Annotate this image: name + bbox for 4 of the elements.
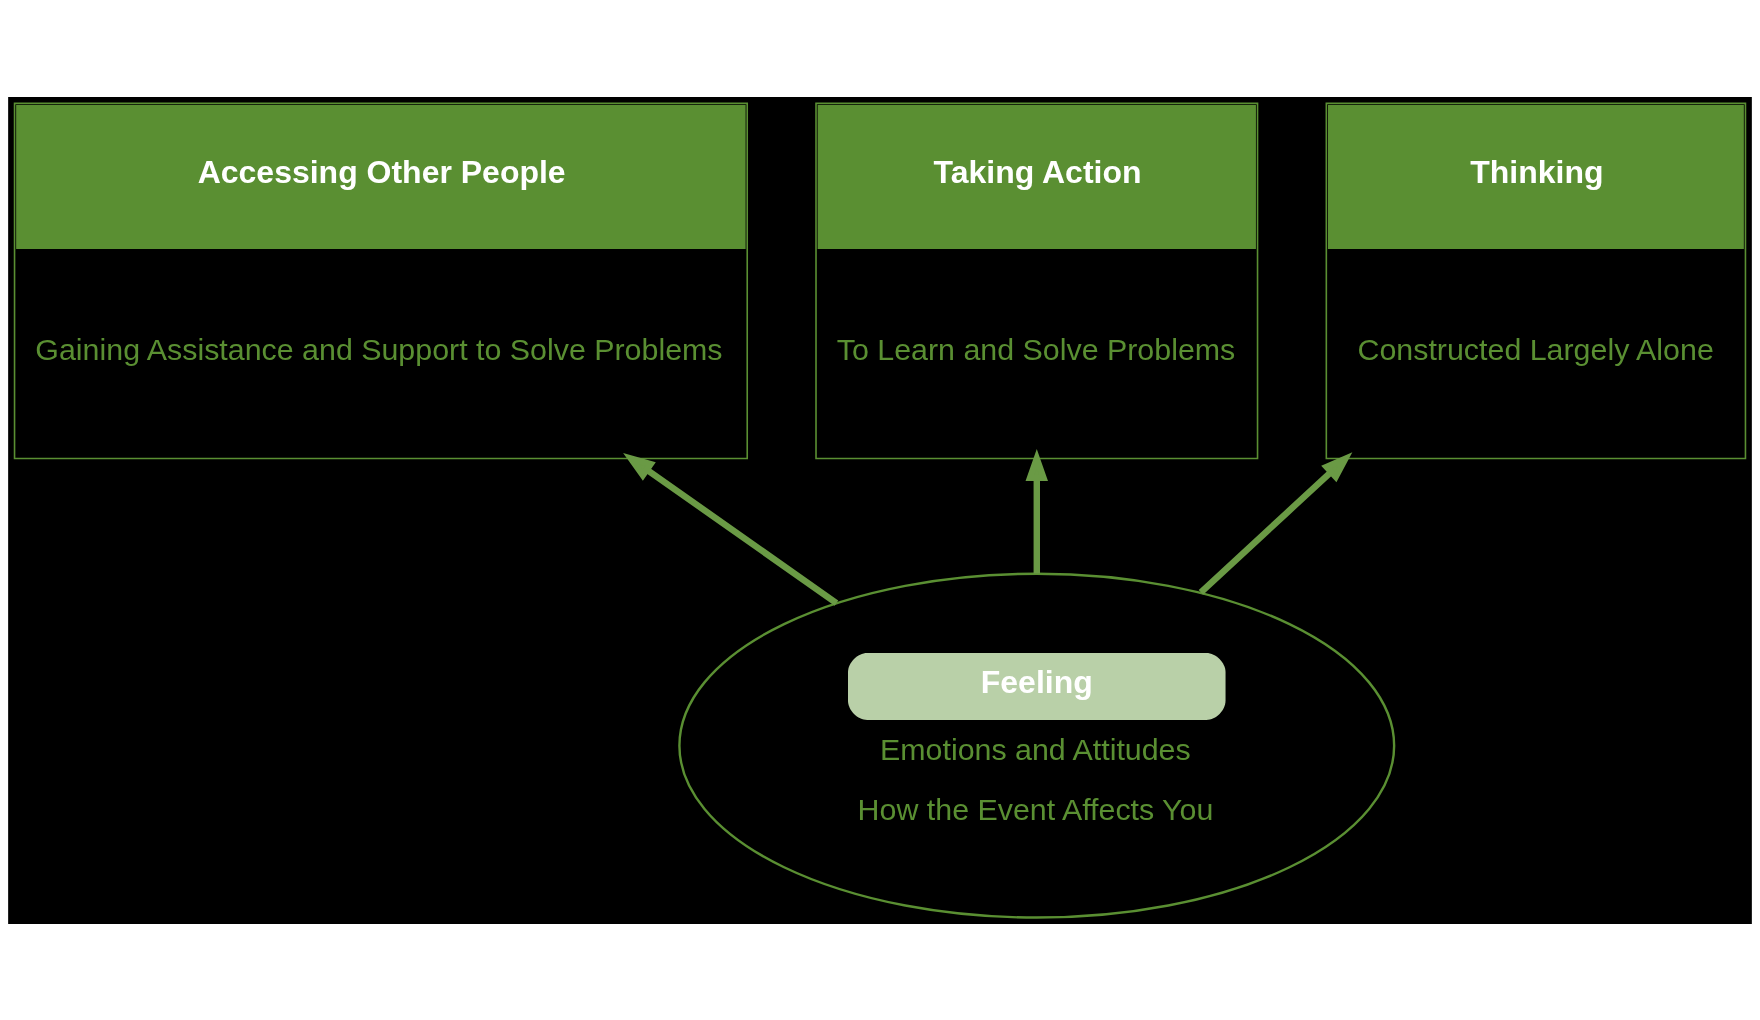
arrow: [1198, 451, 1353, 595]
node-ellipse: Feeling Emotions and Attitudes How the Event Affects You: [678, 572, 1396, 919]
arrow: [623, 452, 839, 606]
arrow: [1025, 448, 1048, 574]
